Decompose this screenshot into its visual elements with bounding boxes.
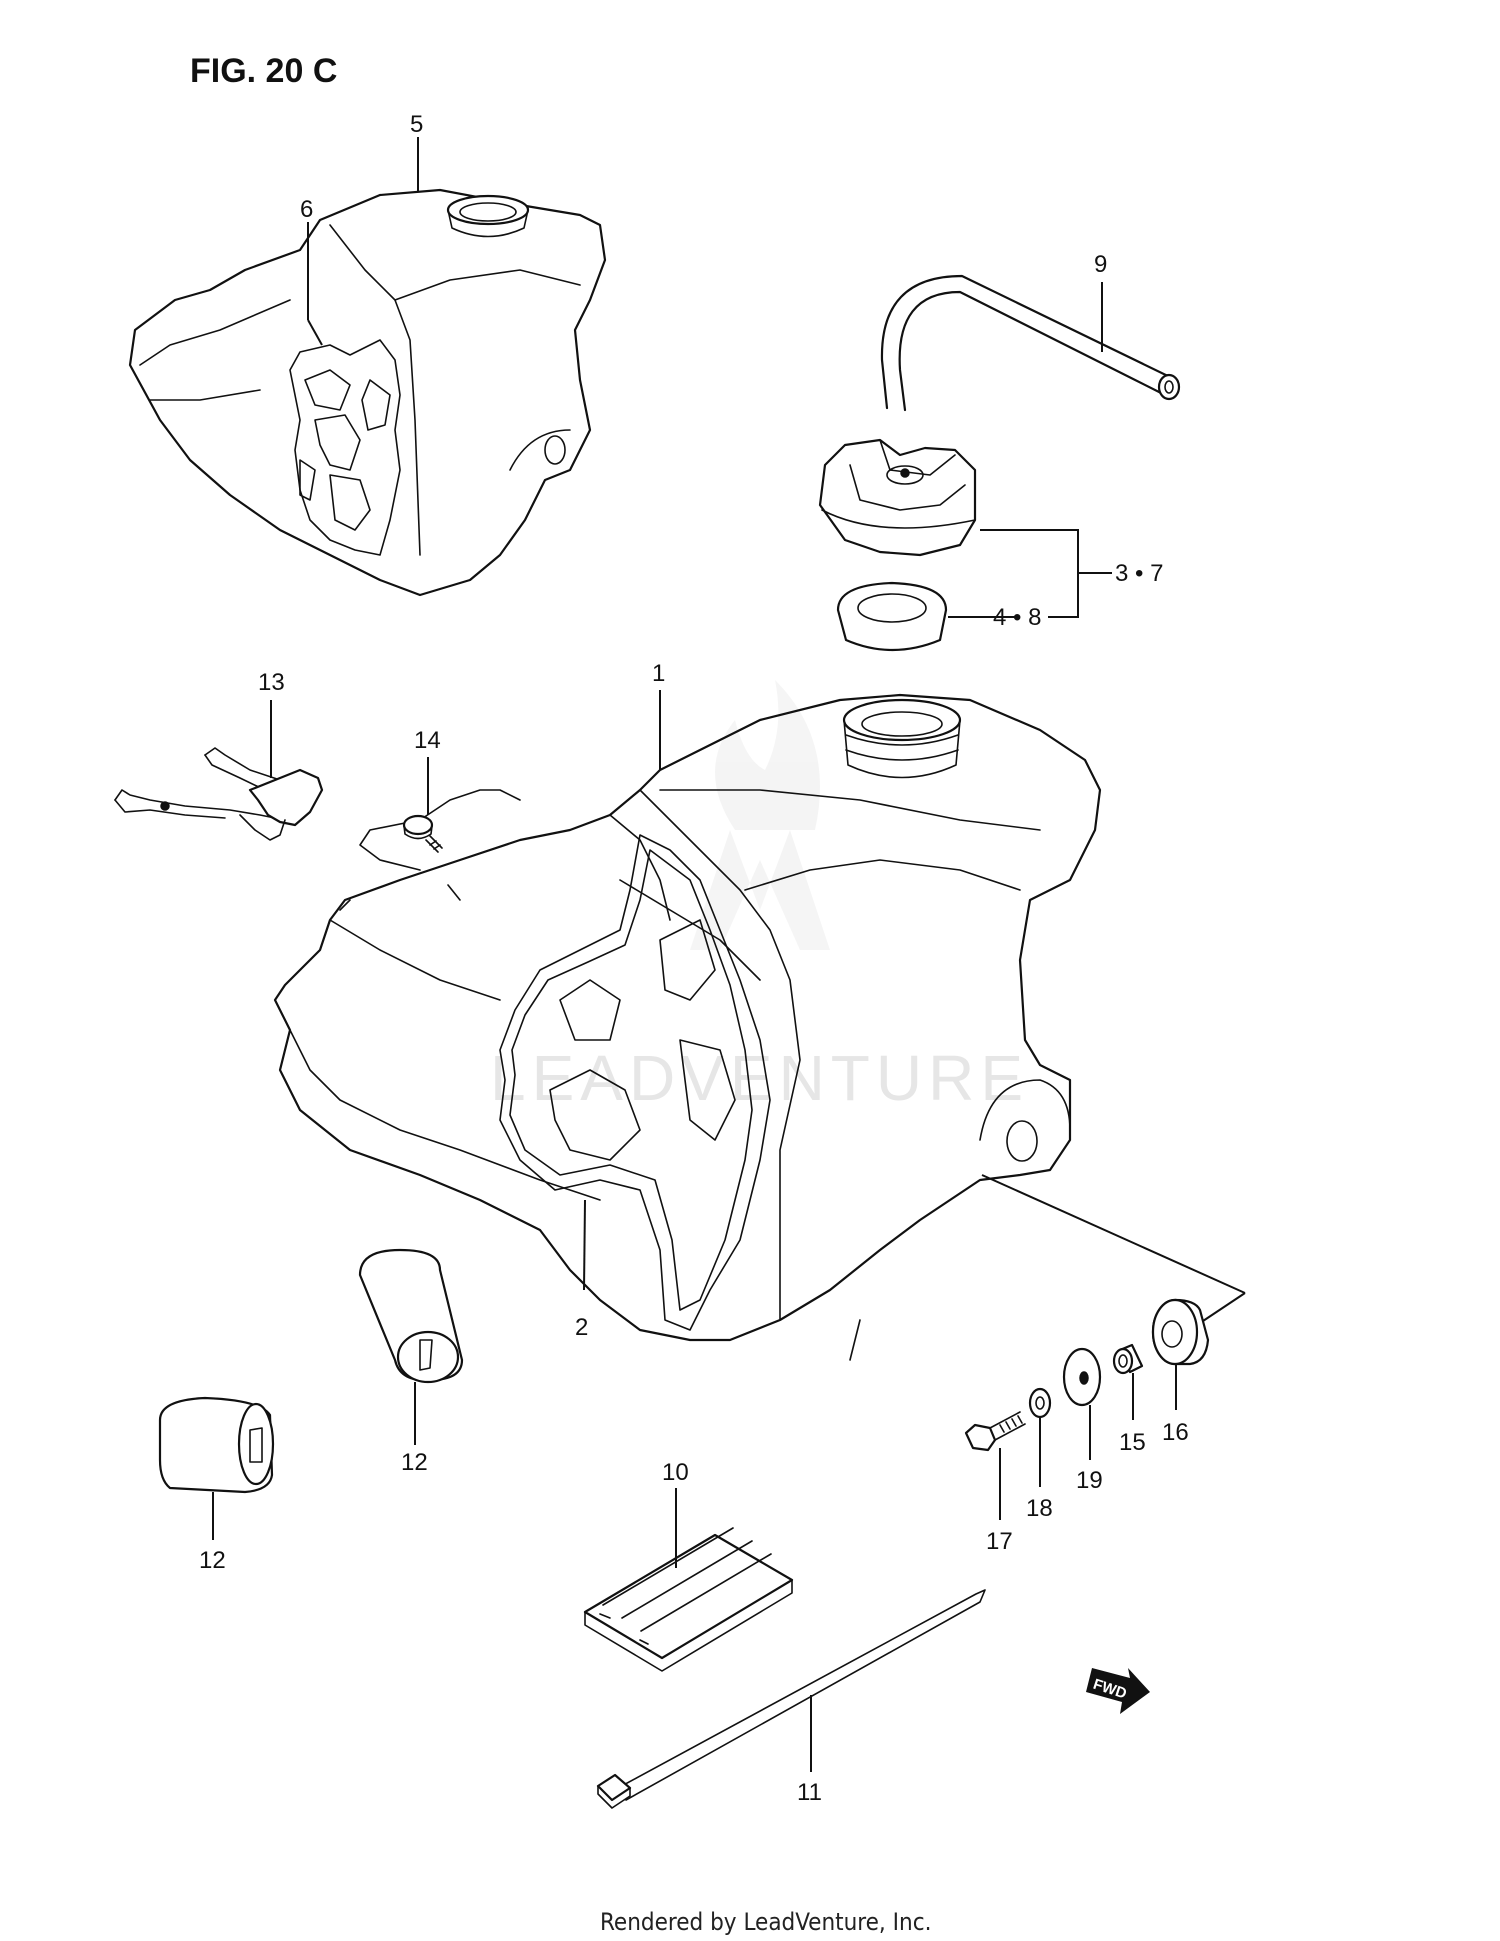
mount-collar-part [1112,1343,1144,1375]
callout-6: 6 [300,196,313,223]
rubber-strip-part [583,1527,794,1672]
cushion-part-lower [158,1396,275,1494]
figure-title: FIG. 20 C [190,52,337,90]
watermark-text: LEADVENTURE [490,1042,1029,1114]
hose-clamp-part [114,747,324,841]
callout-5: 5 [410,111,423,138]
callout-16: 16 [1162,1419,1189,1446]
breather-hose-part [880,274,1181,412]
mount-washer-small-part [1028,1387,1052,1419]
mount-grommet-part [1151,1298,1210,1366]
fuel-cap-part [818,438,977,557]
callout-4-8: 4 • 8 [993,604,1041,631]
decal-graphic-small [289,339,401,556]
forward-direction-icon: FWD [1086,1668,1150,1714]
decal-graphic-main [499,834,771,1331]
tie-band-part [596,1589,986,1809]
callout-10: 10 [662,1459,689,1486]
callout-9: 9 [1094,251,1107,278]
screw-part [402,814,443,853]
callout-18: 18 [1026,1495,1053,1522]
callout-2: 2 [575,1314,588,1341]
callout-3-7: 3 • 7 [1115,560,1163,587]
callout-17: 17 [986,1528,1013,1555]
footer-credit: Rendered by LeadVenture, Inc. [600,1908,931,1936]
callout-12-lower: 12 [199,1547,226,1574]
fuel-tank-alt-part [128,188,607,597]
callout-13: 13 [258,669,285,696]
callout-12-upper: 12 [401,1449,428,1476]
mount-washer-large-part [1062,1347,1102,1407]
cap-gasket-part [836,581,948,652]
callout-19: 19 [1076,1467,1103,1494]
cushion-part-upper [358,1248,464,1384]
callout-1: 1 [652,660,665,687]
callout-11: 11 [797,1779,822,1806]
fuel-tank-main-part [273,693,1102,1361]
watermark-logo [690,680,830,950]
callout-14: 14 [414,727,441,754]
mount-bolt-part [964,1411,1026,1452]
callout-15: 15 [1119,1429,1146,1456]
